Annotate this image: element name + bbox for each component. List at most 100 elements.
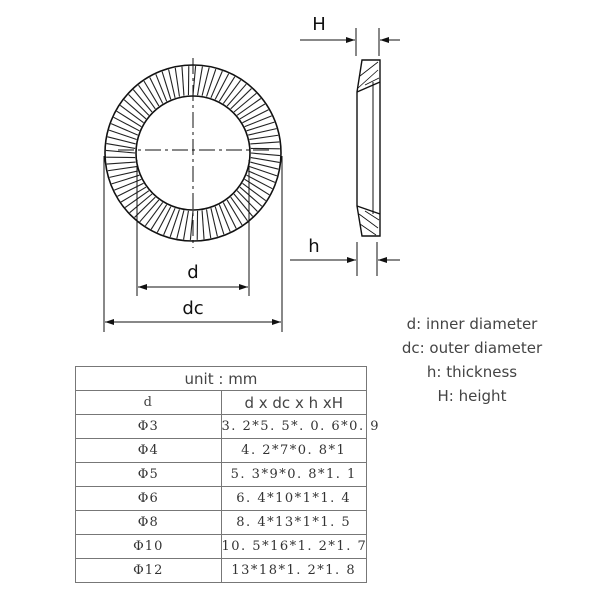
- legend-item-d: d: inner diameter: [406, 315, 538, 333]
- table-header-row: d d x dc x h xH: [75, 390, 367, 415]
- dimension-H-label: H: [312, 14, 326, 35]
- dimension-d: [136, 160, 250, 296]
- serration-line: [132, 89, 153, 113]
- dimension-d-label: d: [187, 262, 198, 283]
- serration-line: [250, 161, 279, 170]
- serration-line: [214, 206, 225, 235]
- side-hatch-line: [364, 210, 380, 221]
- dimensions-cell: 5. 3*9*0. 8*1. 1: [220, 462, 367, 487]
- serration-line: [119, 104, 144, 124]
- serration-line: [143, 80, 160, 107]
- dimension-H: [300, 28, 400, 56]
- serration-line: [163, 207, 176, 236]
- column-header-dimensions: d x dc x h xH: [220, 390, 367, 415]
- serration-line: [161, 71, 172, 100]
- serration-line: [210, 208, 218, 237]
- dimensions-cell: 6. 4*10*1*1. 4: [220, 486, 367, 511]
- dimension-h-label: h: [308, 236, 319, 257]
- serration-line: [230, 88, 252, 110]
- serration-line: [250, 152, 281, 157]
- dimensions-cell: 10. 5*16*1. 2*1. 7: [220, 534, 367, 559]
- size-cell: Φ5: [75, 462, 222, 487]
- serration-line: [218, 76, 236, 102]
- serration-line: [250, 141, 280, 145]
- serration-line: [174, 67, 181, 97]
- serration-line: [236, 190, 258, 212]
- dimension-legend: d: inner diameter dc: outer diameter h: …: [370, 312, 574, 408]
- serration-line: [129, 193, 153, 214]
- serration-line: [168, 69, 176, 98]
- legend-item-h: h: thickness: [426, 363, 518, 381]
- serration-line: [239, 103, 266, 120]
- serration-line: [247, 170, 276, 183]
- side-hatch-line: [358, 213, 379, 229]
- serration-line: [226, 199, 243, 226]
- column-header-size: d: [75, 390, 222, 415]
- table-row: Φ10 10. 5*16*1. 2*1. 7: [75, 534, 367, 559]
- serration-line: [242, 109, 269, 124]
- serration-line: [242, 182, 267, 202]
- size-cell: Φ4: [75, 438, 222, 463]
- serration-line: [201, 67, 210, 96]
- serration-line: [205, 209, 212, 239]
- serration-line: [107, 165, 137, 172]
- size-cell: Φ12: [75, 558, 222, 583]
- table-row: Φ12 13*18*1. 2*1. 8: [75, 558, 367, 583]
- serration-line: [105, 149, 136, 154]
- table-unit-row: unit : mm: [75, 366, 367, 391]
- serration-line: [113, 116, 140, 132]
- size-specification-table: unit : mm d d x dc x h xH Φ3 3. 2*5. 5*.…: [75, 366, 379, 583]
- serration-line: [249, 134, 279, 141]
- serration-line: [233, 193, 254, 217]
- dimension-dc: [103, 156, 283, 332]
- serration-line: [230, 196, 248, 222]
- legend-item-dc: dc: outer diameter: [401, 339, 543, 357]
- serration-line: [155, 74, 168, 102]
- size-cell: Φ3: [75, 414, 222, 439]
- serration-line: [222, 79, 242, 104]
- side-serration-hatch: [357, 61, 380, 236]
- serration-line: [107, 136, 136, 145]
- serration-line: [248, 128, 277, 136]
- serration-line: [156, 206, 172, 233]
- serration-line: [183, 210, 189, 240]
- serration-line: [108, 129, 137, 140]
- serration-line: [139, 199, 160, 223]
- serration-line: [233, 92, 257, 113]
- serration-line: [246, 174, 273, 190]
- table-row: Φ5 5. 3*9*0. 8*1. 1: [75, 462, 367, 487]
- serration-line: [236, 98, 262, 116]
- side-hatch-line: [364, 77, 380, 86]
- serration-line: [197, 66, 203, 96]
- serration-line: [176, 210, 185, 239]
- serration-line: [106, 161, 136, 165]
- serration-line: [244, 115, 272, 128]
- serration-line: [239, 186, 263, 207]
- serration-line: [149, 77, 164, 104]
- serration-line: [222, 202, 237, 229]
- table-row: Φ3 3. 2*5. 5*. 0. 6*0. 9: [75, 414, 379, 439]
- serration-line: [111, 174, 140, 185]
- size-cell: Φ8: [75, 510, 222, 535]
- serration-line: [144, 202, 164, 227]
- side-hatch-line: [357, 69, 379, 89]
- table-row: Φ8 8. 4*13*1*1. 5: [75, 510, 367, 535]
- serration-line: [250, 157, 280, 163]
- serration-line: [169, 209, 180, 238]
- serration-line: [201, 210, 205, 240]
- serration-line: [226, 83, 247, 107]
- serration-line: [128, 94, 150, 116]
- table-row: Φ4 4. 2*7*0. 8*1: [75, 438, 367, 463]
- table-unit-caption: unit : mm: [75, 366, 367, 391]
- washer-front-view: [104, 58, 282, 248]
- table-row: Φ6 6. 4*10*1*1. 4: [75, 486, 367, 511]
- serration-line: [206, 68, 217, 97]
- dimension-h: [290, 242, 400, 276]
- serration-line: [123, 99, 147, 120]
- serration-line: [181, 66, 185, 96]
- washer-side-view: [356, 59, 381, 237]
- serration-line: [109, 170, 138, 178]
- serration-line: [246, 121, 275, 132]
- serration-line: [134, 196, 156, 218]
